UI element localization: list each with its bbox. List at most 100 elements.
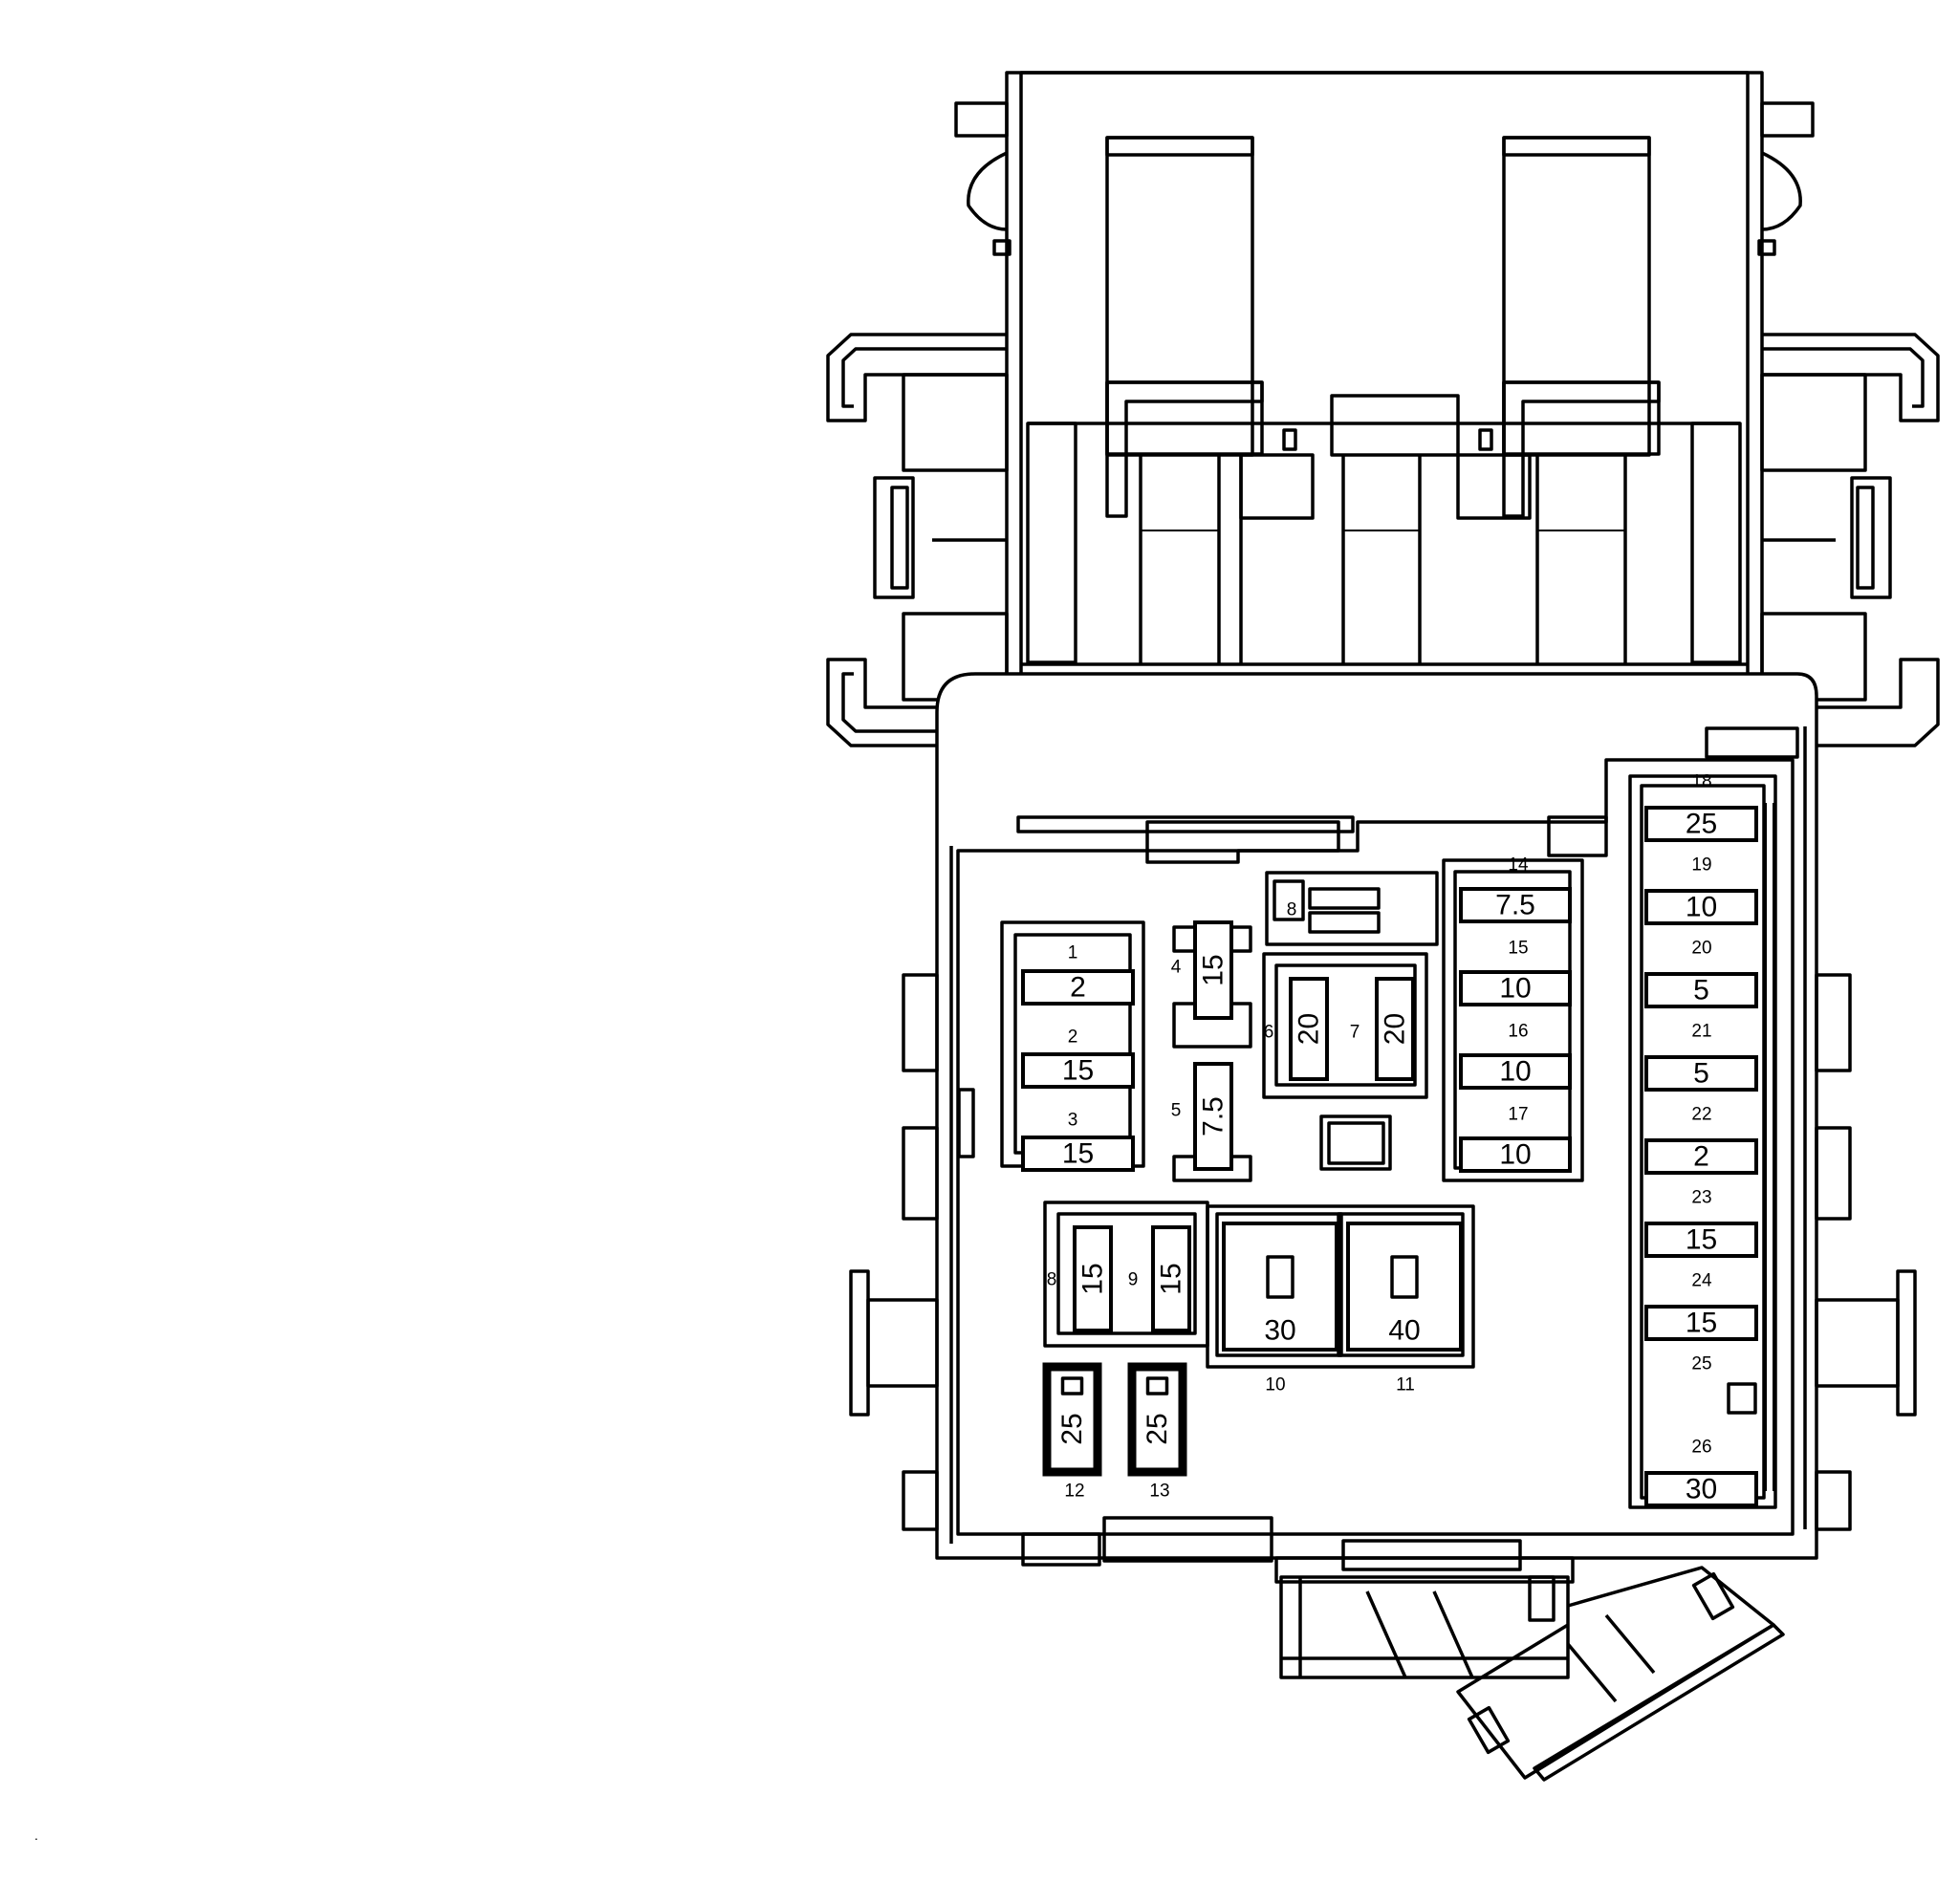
- fuse-4: 15 4: [1171, 920, 1233, 1020]
- fuse-amperage: 20: [1380, 1013, 1411, 1045]
- fuse-body: [1459, 1053, 1572, 1090]
- fuse-amperage: 7.5: [1495, 890, 1535, 921]
- fuse-body: [1042, 1362, 1102, 1477]
- fuse-amperage: 25: [1142, 1413, 1173, 1444]
- fuse-3: 153: [1021, 1111, 1135, 1172]
- fuse-amperage: 15: [1062, 1138, 1094, 1170]
- fuse-amperage: 2: [1070, 972, 1086, 1004]
- fuse-11: 40 11: [1346, 1222, 1463, 1396]
- fuse-body: [1193, 1062, 1233, 1171]
- fuse-body: [1459, 970, 1572, 1006]
- fuse-body: [1644, 1222, 1758, 1258]
- fuse-body: [1644, 1305, 1758, 1341]
- fuse-position: 2: [1068, 1028, 1078, 1048]
- fuse-position: 26: [1691, 1438, 1711, 1458]
- fuse-2: 152: [1021, 1028, 1135, 1089]
- fuse-position: 15: [1508, 939, 1528, 959]
- fuse-position: 9: [1128, 1270, 1139, 1290]
- fuse-body: [1459, 1136, 1572, 1173]
- fuse-body: [1222, 1222, 1338, 1352]
- fuse-position: 16: [1508, 1022, 1528, 1042]
- fuse-16: 10 16: [1459, 1022, 1572, 1090]
- fuse-body: [1644, 889, 1758, 925]
- fuse-20: 5 20: [1644, 939, 1758, 1008]
- fuse-14: 7.5 14: [1459, 855, 1572, 923]
- fuse-window: [1145, 1376, 1169, 1396]
- fuse-15: 10 15: [1459, 939, 1572, 1006]
- fuse-position: 4: [1171, 958, 1182, 978]
- small-mark: 8: [1287, 900, 1297, 920]
- fuse-position: 13: [1149, 1482, 1169, 1502]
- fuse-position: 6: [1264, 1023, 1274, 1043]
- fuse-5: 7.55: [1171, 1062, 1233, 1171]
- fuse-body: [1644, 1471, 1758, 1507]
- fuse-amperage: 7.5: [1198, 1096, 1229, 1136]
- fuse-10: 30 10: [1222, 1222, 1338, 1396]
- fuse-position: 21: [1691, 1022, 1711, 1042]
- fuse-13: 25 13: [1127, 1362, 1187, 1502]
- fuse-position: 7: [1350, 1023, 1360, 1043]
- fuse-amperage: 30: [1264, 1315, 1295, 1347]
- fuse-amperage: 15: [1156, 1263, 1187, 1294]
- fuse-26: 30 26: [1644, 1438, 1758, 1507]
- fuse-position: 23: [1691, 1188, 1711, 1208]
- fuse-amperage: 30: [1686, 1474, 1717, 1505]
- fuse-position: 25: [1691, 1354, 1711, 1374]
- fuse-amperage: 15: [1686, 1224, 1717, 1256]
- fuse-position: 20: [1691, 939, 1711, 959]
- fuse-amperage: 20: [1294, 1013, 1325, 1045]
- fuse-amperage: 15: [1062, 1055, 1094, 1087]
- fuse-amperage: 15: [1077, 1263, 1109, 1294]
- fuse-body: [1346, 1222, 1463, 1352]
- fuse-22: 222: [1644, 1105, 1758, 1175]
- fuse-9: 15 9: [1128, 1225, 1191, 1332]
- fuse-body: [1644, 806, 1758, 842]
- fuse-amperage: 2: [1693, 1141, 1709, 1173]
- fuse-position: 8: [1047, 1270, 1057, 1290]
- fuse-amperage: 10: [1686, 892, 1717, 923]
- fuse-body: [1644, 972, 1758, 1008]
- fuse-amperage: 15: [1198, 954, 1229, 985]
- fuse-position: 11: [1396, 1375, 1415, 1396]
- fuse-window: [1060, 1376, 1084, 1396]
- fuse-body: [1289, 977, 1329, 1081]
- fuse-amperage: 40: [1388, 1315, 1420, 1347]
- fuse-position: 1: [1068, 943, 1078, 963]
- fuse-position: 5: [1171, 1101, 1182, 1121]
- fuse-position: 19: [1691, 855, 1711, 876]
- fuse-25: 25: [1691, 1354, 1757, 1415]
- fuse-body: [1021, 1136, 1135, 1172]
- fuse-body: [1193, 920, 1233, 1020]
- fuse-position: 3: [1068, 1111, 1078, 1131]
- fuse-empty-slot: [1727, 1382, 1757, 1415]
- fuse-7: 20 7: [1350, 977, 1415, 1081]
- fuse-window: [1266, 1255, 1294, 1299]
- fuse-position: 14: [1508, 855, 1529, 876]
- fuse-position: 10: [1265, 1375, 1285, 1396]
- fuse-amperage: 5: [1693, 975, 1709, 1006]
- fuse-window: [1390, 1255, 1419, 1299]
- fuse-body: [1644, 1138, 1758, 1175]
- fuse-position: 17: [1508, 1105, 1528, 1125]
- fuse-body: [1151, 1225, 1191, 1332]
- fuse-position: 22: [1691, 1105, 1711, 1125]
- fuse-amperage: 25: [1686, 809, 1717, 840]
- top-connector-housing: [954, 71, 1815, 696]
- fuse-amperage: 25: [1056, 1413, 1088, 1444]
- fuse-position: 24: [1691, 1271, 1712, 1291]
- fuse-19: 10 19: [1644, 855, 1758, 925]
- fuse-body: [1073, 1225, 1113, 1332]
- fuse-body: [1127, 1362, 1187, 1477]
- fuse-amperage: 5: [1693, 1058, 1709, 1090]
- fuse-1: 21: [1021, 943, 1135, 1006]
- fuse-body: [1021, 969, 1135, 1006]
- fuse-amperage: 10: [1499, 973, 1531, 1005]
- fuse-amperage: 10: [1499, 1056, 1531, 1088]
- bottom-connector: [1279, 1566, 1785, 1782]
